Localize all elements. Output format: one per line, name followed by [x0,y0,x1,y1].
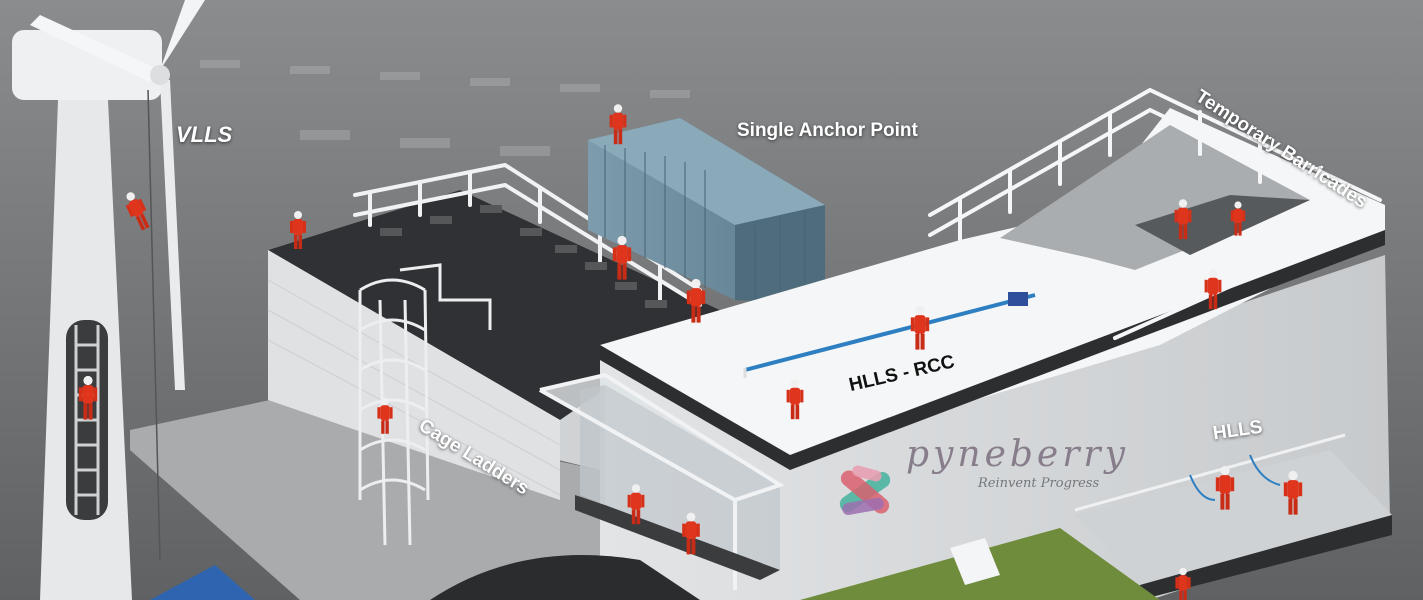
logo-name: pyneberry [906,434,1129,475]
shipping-container [588,118,825,305]
curved-roof [430,555,700,600]
blue-roof-corner [150,565,255,600]
hlls-rcc-lifeline [743,292,1036,378]
label-vlls: VLLS [176,122,233,147]
label-single-anchor-point: Single Anchor Point [737,120,918,141]
glass-canopy [539,372,785,590]
counterweight-bases [380,205,667,308]
wind-turbine [12,0,205,600]
logo-mark-icon [839,465,891,515]
temporary-barricades [928,87,1382,340]
background-parking-stripes [200,60,690,156]
logo-tagline: Reinvent Progress [978,476,1100,491]
pyneberry-logo: pyneberry Reinvent Progress [832,432,1125,532]
lower-balcony [1074,433,1392,600]
green-roof [800,528,1160,600]
